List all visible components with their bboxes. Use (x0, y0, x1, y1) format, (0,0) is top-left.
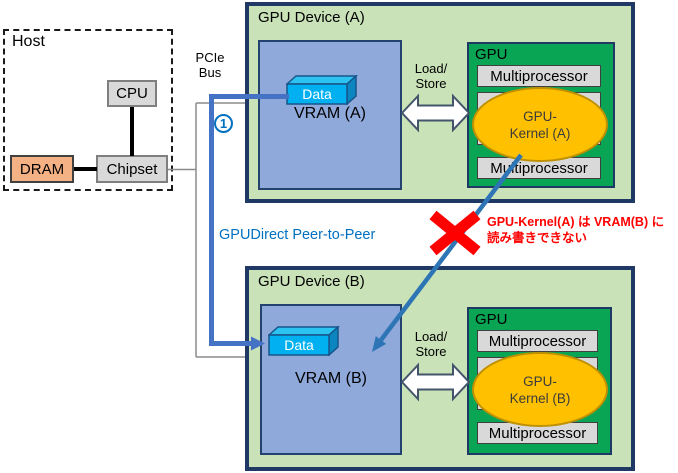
error-note: GPU-Kernel(A) は VRAM(B) に 読み書きできない (487, 215, 678, 246)
multiprocessor-label: Multiprocessor (490, 67, 588, 85)
multiprocessor-bar: Multiprocessor (477, 330, 598, 352)
gpu-device-a-title: GPU Device (A) (258, 9, 365, 26)
gpu-kernel-b-ellipse: GPU- Kernel (B) (472, 352, 608, 427)
error-note-line1: GPU-Kernel(A) は VRAM(B) に (487, 215, 665, 229)
gpu-kernel-a-label-line2: Kernel (A) (509, 125, 571, 141)
load-store-b-label: Load/ Store (404, 329, 458, 359)
load-store-a-label: Load/ Store (404, 61, 458, 91)
gpudirect-label: GPUDirect Peer-to-Peer (219, 227, 376, 243)
dram-label: DRAM (19, 160, 65, 178)
chipset-label: Chipset (106, 160, 158, 178)
data-box-a: Data (285, 74, 358, 106)
error-note-line2: 読み書きできない (487, 230, 588, 245)
multiprocessor-label: Multiprocessor (488, 424, 587, 442)
chipset-box: Chipset (96, 155, 168, 183)
pcie-bus-label-line1: PCIe (195, 50, 225, 65)
gpu-kernel-a-label-line1: GPU- (523, 108, 557, 124)
load-store-b-line2: Store (415, 343, 447, 359)
dram-box: DRAM (10, 155, 74, 183)
pcie-bus-label: PCIe Bus (186, 50, 234, 80)
gpu-kernel-b-label-line1: GPU- (523, 373, 557, 389)
data-cube-a-shape (285, 74, 358, 106)
vram-a-label: VRAM (A) (294, 105, 366, 122)
gpu-kernel-a-ellipse: GPU- Kernel (A) (472, 87, 608, 162)
cpu-box: CPU (107, 80, 157, 107)
load-store-a-line1: Load/ (414, 61, 448, 76)
cpu-label: CPU (116, 85, 148, 102)
vram-a-box: VRAM (A) Data (258, 40, 402, 190)
gpu-kernel-b-label-line2: Kernel (B) (509, 390, 571, 406)
data-a-label: Data (302, 86, 332, 102)
gpu-a-label: GPU (475, 46, 508, 63)
vram-b-box: VRAM (B) Data (260, 304, 402, 455)
step-1-badge: 1 (214, 114, 233, 133)
load-store-b-line1: Load/ (414, 329, 448, 344)
pcie-bus-label-line2: Bus (198, 65, 222, 80)
host-label: Host (12, 33, 45, 50)
gpu-b-label: GPU (475, 311, 508, 328)
data-b-label: Data (284, 337, 314, 353)
blocked-x-icon (429, 210, 481, 256)
multiprocessor-label: Multiprocessor (490, 159, 588, 177)
multiprocessor-bar: Multiprocessor (477, 65, 601, 87)
gpu-device-b-title: GPU Device (B) (258, 273, 365, 290)
vram-b-label: VRAM (B) (295, 370, 367, 387)
data-box-b: Data (267, 325, 340, 357)
multiprocessor-label: Multiprocessor (488, 332, 587, 350)
load-store-a-line2: Store (415, 75, 447, 91)
